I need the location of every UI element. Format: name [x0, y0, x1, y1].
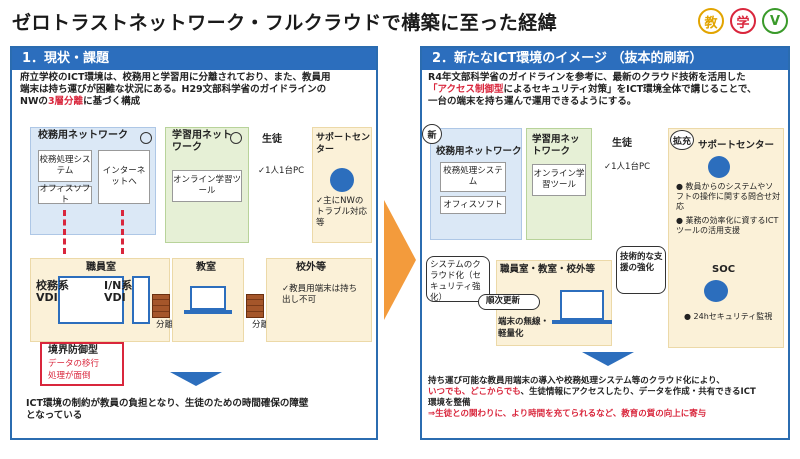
- left-vdi-in: I/N系VDI: [104, 279, 133, 304]
- left-footer: ICT環境の制約が教員の負担となり、生徒のための時間確保の障壁 となっている: [26, 398, 374, 422]
- firewall-icon: [152, 294, 170, 318]
- left-support-item: ✓主にNWのトラブル対応等: [316, 196, 368, 228]
- left-intro-line1: 府立学校のICT環境は、校務用と学習用に分離されており、また、教員用: [20, 72, 331, 83]
- globe-icon: [230, 132, 242, 144]
- left-boundary-line2: 処理が面倒: [48, 371, 91, 381]
- page-title: ゼロトラストネットワーク・フルクラウドで構築に至った経緯: [12, 12, 558, 34]
- right-komu-title: 校務用ネットワーク: [436, 146, 522, 157]
- left-outside: [266, 258, 372, 342]
- badge-gaku: 学: [730, 8, 756, 34]
- right-update-label: 順次更新: [486, 296, 521, 306]
- right-support-title: サポートセンター: [698, 140, 775, 151]
- left-intro: 府立学校のICT環境は、校務用と学習用に分離されており、また、教員用 端末は持ち…: [20, 72, 370, 108]
- right-intro-line1: R4年文部科学省のガイドラインを参考に、最新のクラウド技術を活用した: [428, 72, 746, 83]
- headset-icon: [708, 156, 730, 178]
- left-bunri-1: 分離: [156, 320, 174, 330]
- right-gakushu-title: 学習用ネットワーク: [532, 134, 580, 157]
- red-arrow-2: [121, 210, 124, 254]
- right-device-label: 端末の無線・軽量化: [498, 317, 550, 339]
- left-komu-internet: インターネットへ: [98, 150, 150, 204]
- left-classroom-title: 教室: [196, 262, 216, 273]
- left-intro-highlight: 3層分離: [47, 96, 84, 107]
- left-header: 1．現状・課題: [12, 48, 376, 70]
- left-bunri-2: 分離: [252, 320, 270, 330]
- right-intro: R4年文部科学省のガイドラインを参考に、最新のクラウド技術を活用した 「アクセス…: [428, 72, 784, 108]
- right-expand-tag: 拡充: [670, 130, 694, 150]
- left-boundary-box: [40, 342, 124, 386]
- laptop-icon: [560, 290, 604, 320]
- left-intro-line3a: NWの: [20, 96, 48, 107]
- right-footer-line1: 持ち運び可能な教員用端末の導入や校務処理システム等のクラウド化により、: [428, 376, 725, 386]
- left-gakushu-title: 学習用ネットワーク: [172, 130, 232, 153]
- left-vdi-komu: 校務系VDI: [36, 279, 69, 304]
- pc-tower-icon: [132, 276, 150, 324]
- headset-icon: [330, 168, 354, 192]
- left-gakushu-tool: オンライン学習ツール: [172, 170, 242, 202]
- right-tech-note: 技術的な支援の強化: [620, 252, 663, 273]
- badge-v: V: [762, 8, 788, 34]
- right-cloud-note-box: [426, 256, 490, 302]
- laptop-icon: [190, 286, 226, 310]
- firewall-icon: [246, 294, 264, 318]
- left-student-title: 生徒: [262, 134, 282, 145]
- right-intro-line3: 一台の端末を持ち運んで運用できるようにする。: [428, 96, 637, 107]
- shield-user-icon: [704, 280, 728, 302]
- left-boundary-title: 境界防御型: [48, 345, 98, 356]
- right-footer-line3: 環境を整備: [428, 398, 471, 408]
- right-support-item2: ● 業務の効率化に資するICTツールの活用支援: [676, 216, 779, 235]
- right-update-box: [478, 294, 540, 310]
- right-footer-highlight: いつでも、どこからでも: [428, 387, 521, 397]
- right-gakushu-tool: オンライン学習ツール: [532, 164, 586, 196]
- transition-arrow: [384, 200, 416, 320]
- right-student-title: 生徒: [612, 138, 632, 149]
- right-new-tag: 新: [422, 124, 442, 144]
- right-footer-conclusion: ⇒生徒との関わりに、より時間を充てられるなど、教育の質の向上に寄与: [428, 409, 707, 419]
- right-komu-system: 校務処理システム: [440, 162, 506, 192]
- right-header: 2．新たなICT環境のイメージ （抜本的刷新）: [422, 48, 788, 70]
- laptop-base-icon: [184, 310, 232, 314]
- left-komu-office: オフィスソフト: [38, 184, 92, 205]
- left-footer-line2: となっている: [26, 410, 83, 421]
- badge-kyo: 教: [698, 8, 724, 34]
- left-boundary-line1: データの移行: [48, 359, 100, 369]
- right-tech-note-box: [616, 246, 666, 294]
- right-student-item: ✓1人1台PC: [604, 162, 650, 172]
- left-down-arrow: [170, 372, 222, 386]
- globe-icon: [140, 132, 152, 144]
- left-komu-system: 校務処理システム: [38, 150, 92, 182]
- right-footer: 持ち運び可能な教員用端末の導入や校務処理システム等のクラウド化により、 いつでも…: [428, 376, 784, 420]
- left-support-title: サポートセンター: [316, 133, 371, 155]
- right-soc-item: ● 24hセキュリティ監視: [684, 312, 773, 321]
- left-intro-line2: 端末は持ち運びが困難な状況にある。H29文部科学省のガイドラインの: [20, 84, 327, 95]
- monitor-icon: [58, 276, 124, 324]
- right-intro-highlight: 「アクセス制御型: [428, 84, 504, 95]
- right-komu-office: オフィスソフト: [440, 196, 506, 214]
- left-komu-title: 校務用ネットワーク: [38, 130, 128, 141]
- left-intro-line3c: に基づく構成: [83, 96, 141, 107]
- right-cloud-note: システムのクラウド化（セキュリティ強化）: [430, 260, 482, 303]
- left-classroom: [172, 258, 244, 342]
- left-outside-item: ✓教員用端末は持ち出し不可: [282, 284, 358, 305]
- right-footer-line2b: 、生徒情報にアクセスしたり、データを作成・共有できるICT: [520, 387, 756, 397]
- left-staff-room-title: 職員室: [86, 262, 116, 273]
- left-student-item: ✓1人1台PC: [258, 166, 304, 176]
- left-footer-line1: ICT環境の制約が教員の負担となり、生徒のための時間確保の障壁: [26, 398, 309, 409]
- right-soc-title: SOC: [712, 264, 736, 275]
- right-staff-area-title: 職員室・教室・校外等: [500, 264, 596, 275]
- red-arrow-1: [63, 210, 66, 254]
- right-intro-line2b: によるセキュリティ対策」をICT環境全体で講じることで、: [503, 84, 757, 95]
- right-support-item1: ● 教員からのシステムやソフトの操作に関する問合せ対応: [676, 182, 780, 211]
- left-outside-title: 校外等: [296, 262, 326, 273]
- right-down-arrow: [582, 352, 634, 366]
- laptop-base-icon: [552, 320, 612, 324]
